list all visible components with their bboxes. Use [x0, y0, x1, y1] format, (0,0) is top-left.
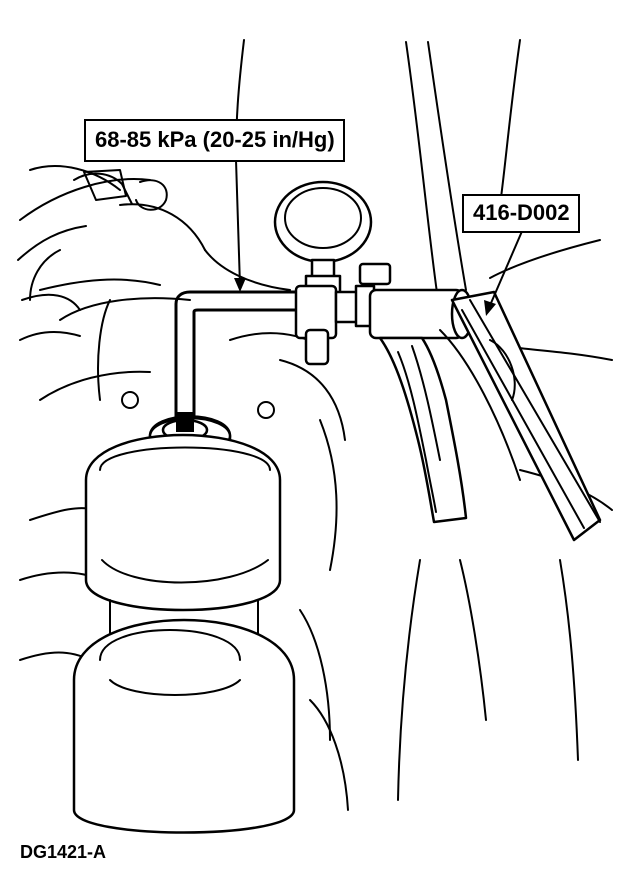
hand-vacuum-pump: [368, 288, 602, 542]
valve-fittings: [294, 262, 392, 366]
lower-cap: [72, 618, 296, 834]
leader-lines: [234, 159, 527, 316]
vacuum-hose: [174, 290, 312, 432]
fluid-reservoir: [84, 391, 282, 641]
vacuum-gauge: [273, 180, 373, 298]
figure-id: DG1421-A: [20, 842, 107, 862]
tool-number-label: 416-D002: [462, 194, 580, 233]
engine-bay-background: [17, 39, 613, 811]
vacuum-reading-label: 68-85 kPa (20-25 in/Hg): [84, 119, 345, 162]
